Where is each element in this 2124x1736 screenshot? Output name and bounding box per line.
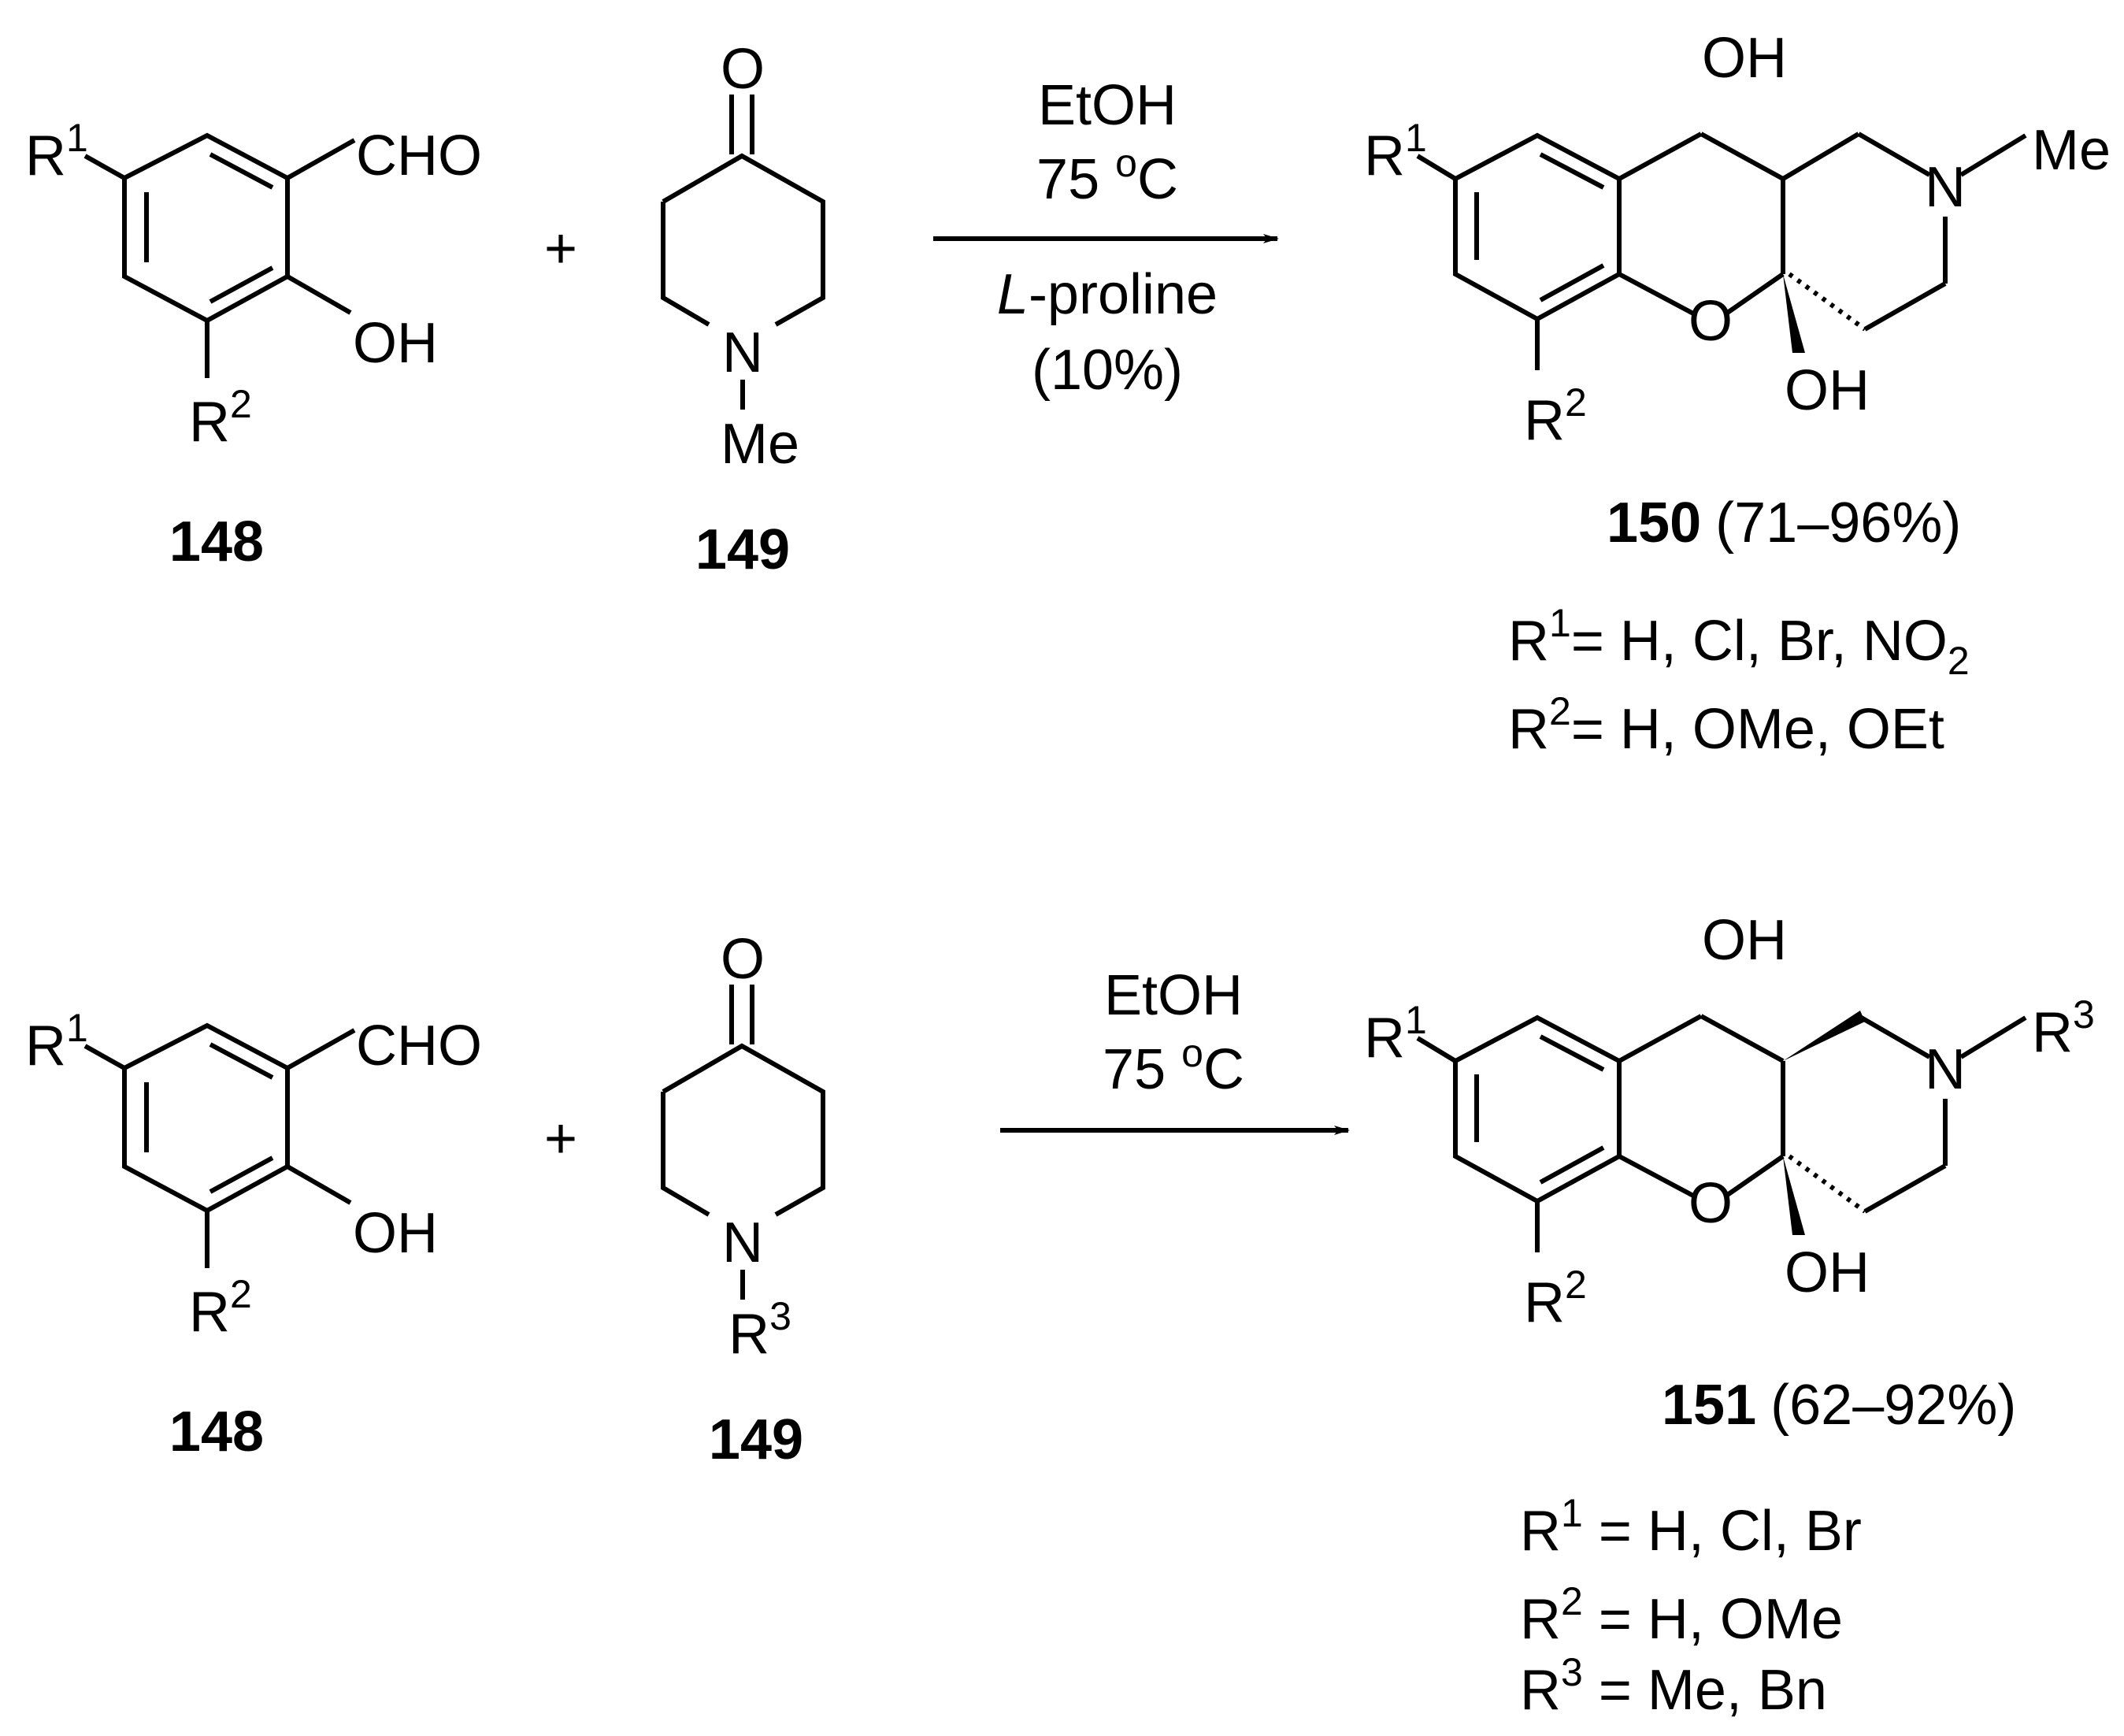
oh-bottom-label: OH [1785,359,1870,422]
plus-sign: + [544,217,577,280]
ring-nitrogen-label: N [1925,1038,1966,1101]
n-methyl-label: Me [721,413,799,476]
scope-r3: R3 = Me, Bn [1520,1650,1827,1722]
r2-label: R2 [1524,380,1587,452]
piperidine-nitrogen-label: N [722,1211,763,1274]
r1-label: R1 [25,1006,88,1078]
condition-temperature: 75 oC [1036,141,1178,211]
carbonyl-oxygen-label: O [721,38,765,101]
ring-oxygen-label: O [1688,290,1733,353]
compound-148-structure: R1 CHO OH R2 [25,1006,482,1344]
ring-oxygen-label: O [1688,1172,1733,1235]
condition-solvent: EtOH [1038,74,1177,137]
scope-r1: R1 = H, Cl, Br [1520,1491,1862,1563]
aldehyde-label: CHO [356,124,482,187]
condition-loading: (10%) [1032,339,1183,402]
aldehyde-label: CHO [356,1015,482,1078]
ring-nitrogen-label: N [1925,156,1966,219]
r1-label: R1 [1364,116,1427,187]
n-substituent-label: Me [2032,119,2111,182]
condition-temperature: 75 oC [1103,1031,1244,1101]
benzene-ring [122,132,290,324]
compound-149-label: 149 [695,518,790,581]
scope-r2: R2= H, OMe, OEt [1508,689,1944,761]
r2-label: R2 [1524,1263,1587,1334]
benzene-ring [1453,1015,1622,1204]
compound-149-structure: O N Me [661,38,825,476]
condition-solvent: EtOH [1104,964,1243,1027]
r1-label: R1 [1364,998,1427,1070]
r1-label: R1 [25,116,88,187]
compound-150-structure: OH O N Me OH R1 R2 [1364,27,2111,452]
oh-top-label: OH [1702,27,1787,90]
compound-148-structure: R1 CHO OH R2 [25,116,482,454]
compound-151-structure: OH O N R3 OH R1 R2 [1364,909,2095,1334]
oh-bottom-label: OH [1785,1241,1870,1304]
hydroxyl-label: OH [353,1202,438,1265]
compound-150-label: 150(71–96%) [1607,491,1961,555]
r2-label: R2 [189,1272,252,1344]
scope-r2: R2 = H, OMe [1520,1579,1843,1651]
benzene-ring [1453,132,1622,322]
oh-top-label: OH [1702,909,1787,972]
reaction-1: R1 CHO OH R2 148 + O N Me 149 EtOH 75 oC… [25,27,2111,761]
compound-149-structure: O N R3 [661,928,825,1366]
compound-148-label: 148 [169,510,264,573]
piperidine-nitrogen-label: N [722,321,763,384]
benzene-ring [122,1022,290,1214]
compound-148-label: 148 [169,1400,264,1463]
compound-149-label: 149 [709,1408,803,1471]
scope-r1: R1= H, Cl, Br, NO2 [1508,601,1970,683]
carbonyl-oxygen-label: O [721,928,765,991]
hydroxyl-label: OH [353,312,438,375]
reaction-2: R1 CHO OH R2 148 + O N R3 149 EtOH 75 oC [25,909,2095,1722]
compound-151-label: 151(62–92%) [1662,1374,2016,1437]
r2-label: R2 [189,382,252,454]
n-substituent-label: R3 [2032,992,2095,1064]
plus-sign: + [544,1107,577,1170]
condition-catalyst: L-proline [997,263,1218,326]
n-substituent-label: R3 [728,1294,791,1366]
